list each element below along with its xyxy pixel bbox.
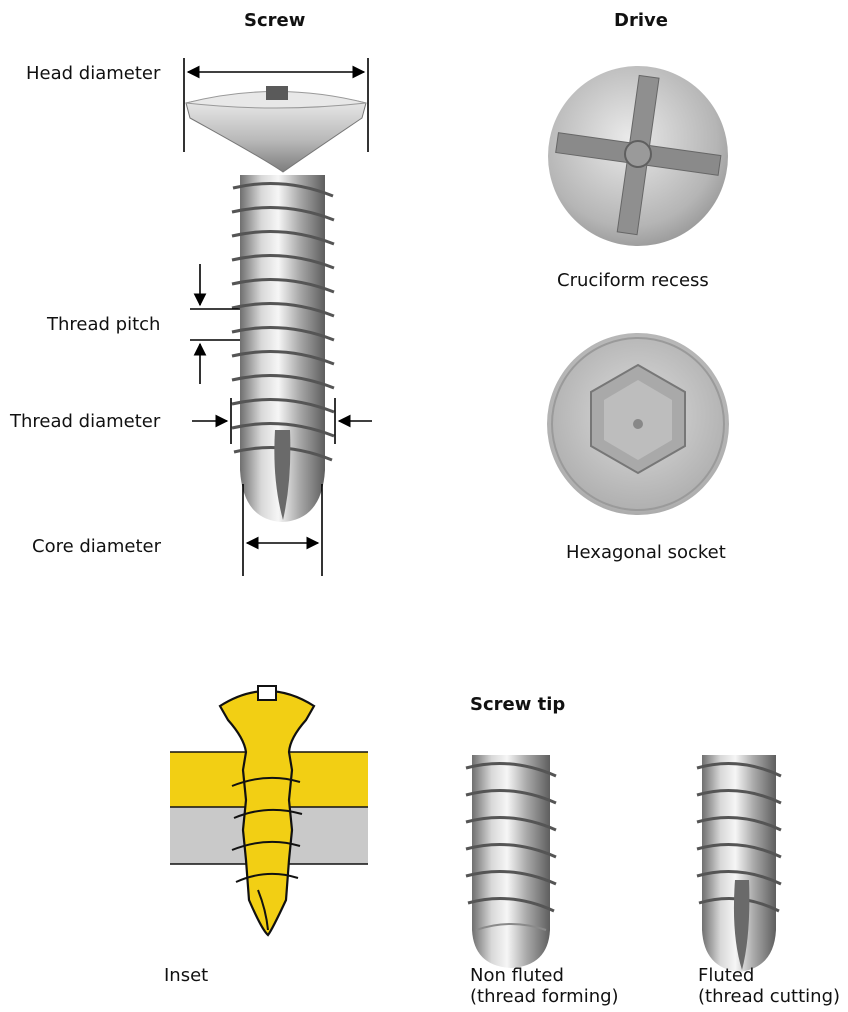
non-fluted-tip-image xyxy=(466,755,556,968)
thread-diameter-label: Thread diameter xyxy=(10,411,160,433)
hexagonal-drive-image xyxy=(547,333,729,515)
non-fluted-caption-line1: Non fluted xyxy=(470,965,619,986)
drive-heading: Drive xyxy=(614,10,668,32)
core-diameter-label: Core diameter xyxy=(32,536,161,558)
fluted-caption-line2: (thread cutting) xyxy=(698,986,840,1007)
thread-pitch-dimension xyxy=(190,264,240,384)
screw-tip-heading: Screw tip xyxy=(470,694,565,716)
inset-label: Inset xyxy=(164,965,208,987)
thread-pitch-label: Thread pitch xyxy=(47,314,160,336)
head-diameter-label: Head diameter xyxy=(26,63,160,85)
hexagonal-socket-label: Hexagonal socket xyxy=(566,542,726,564)
main-screw-image xyxy=(186,86,366,522)
fluted-tip-image xyxy=(697,755,781,972)
fluted-caption: Fluted (thread cutting) xyxy=(698,965,840,1007)
cruciform-recess-label: Cruciform recess xyxy=(557,270,709,292)
non-fluted-caption-line2: (thread forming) xyxy=(470,986,619,1007)
cruciform-drive-image xyxy=(546,65,730,246)
fluted-caption-line1: Fluted xyxy=(698,965,840,986)
inset-illustration xyxy=(170,686,368,935)
non-fluted-caption: Non fluted (thread forming) xyxy=(470,965,619,1007)
screw-heading: Screw xyxy=(244,10,305,32)
